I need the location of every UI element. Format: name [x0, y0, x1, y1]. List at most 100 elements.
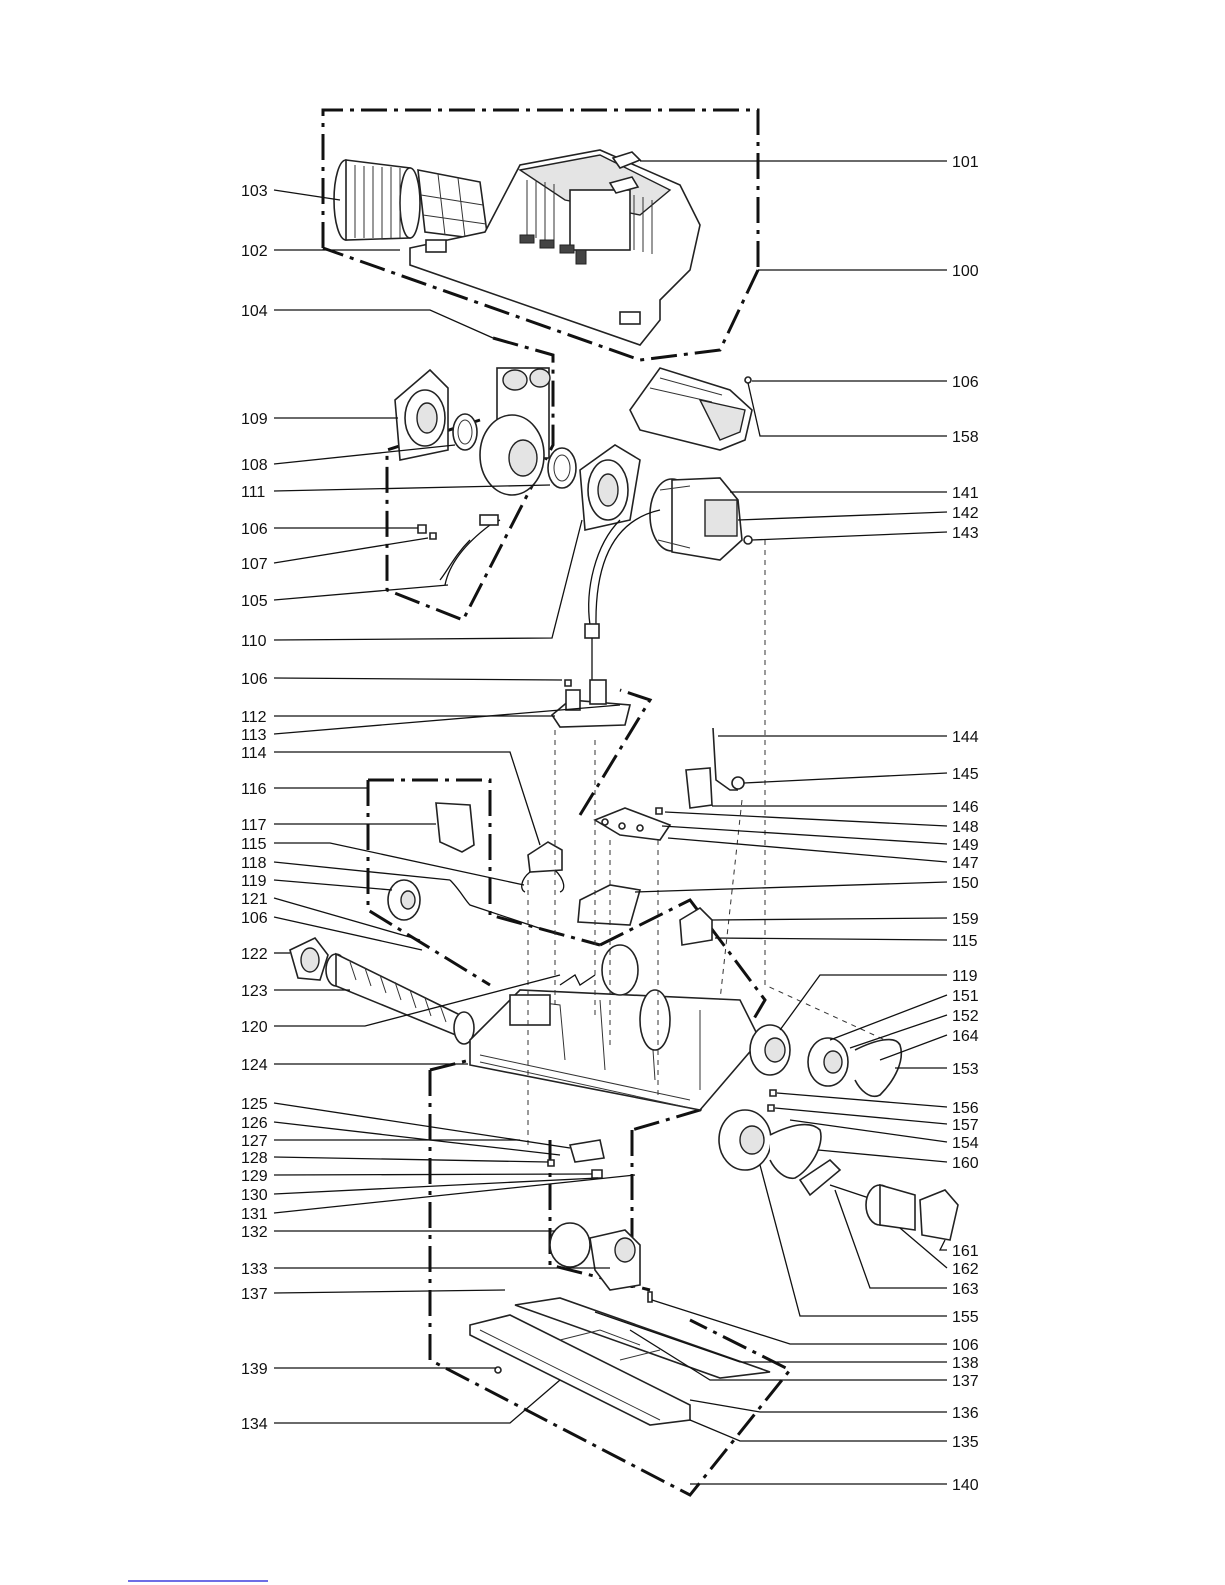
callout-127: 127: [241, 1133, 268, 1150]
callout-142: 142: [952, 505, 979, 522]
callout-119a: 119: [241, 873, 267, 890]
callout-131: 131: [241, 1206, 268, 1223]
callout-106a: 106: [241, 521, 268, 538]
callout-101: 101: [952, 154, 979, 171]
callout-118: 118: [241, 855, 267, 872]
callout-109: 109: [241, 411, 268, 428]
callout-146: 146: [952, 799, 979, 816]
callout-155: 155: [952, 1309, 979, 1326]
part-shapes: [290, 150, 958, 1425]
hose-cuff-103: [334, 160, 420, 240]
callout-100: 100: [952, 263, 979, 280]
callout-148: 148: [952, 819, 979, 836]
callout-133: 133: [241, 1261, 268, 1278]
brushroll-123: [326, 954, 474, 1044]
fan-plate-110: [580, 445, 640, 530]
callout-114: 114: [241, 745, 267, 762]
callout-107: 107: [241, 556, 268, 573]
callout-139: 139: [241, 1361, 268, 1378]
callout-138: 138: [952, 1355, 979, 1372]
callout-136: 136: [952, 1405, 979, 1422]
callout-111: 111: [241, 484, 265, 501]
callout-106b: 106: [241, 671, 268, 688]
callout-134: 134: [241, 1416, 268, 1433]
callout-156: 156: [952, 1100, 979, 1117]
callout-108: 108: [241, 457, 268, 474]
callout-163: 163: [952, 1281, 979, 1298]
callout-160: 160: [952, 1155, 979, 1172]
callout-110: 110: [241, 633, 267, 650]
callout-105: 105: [241, 593, 268, 610]
callout-137b: 137: [952, 1373, 979, 1390]
callout-132: 132: [241, 1224, 268, 1241]
callout-151: 151: [952, 988, 979, 1005]
callout-128: 128: [241, 1150, 268, 1167]
callout-106d: 106: [952, 374, 979, 391]
callout-158: 158: [952, 429, 979, 446]
motor-141: [650, 478, 752, 560]
callout-162: 162: [952, 1261, 979, 1278]
callout-125: 125: [241, 1096, 268, 1113]
callout-106e: 106: [952, 1337, 979, 1354]
filter-102: [418, 170, 488, 240]
callout-147: 147: [952, 855, 979, 872]
ring-108: [453, 414, 477, 450]
callout-115b: 115: [952, 933, 978, 950]
callout-102: 102: [241, 243, 268, 260]
wheel-119-left: [388, 880, 420, 920]
callout-161: 161: [952, 1243, 979, 1260]
callout-159: 159: [952, 911, 979, 928]
callout-149: 149: [952, 837, 979, 854]
callout-106c: 106: [241, 910, 268, 927]
motor-assembly-133: [550, 1223, 640, 1290]
fan-housing-104: [480, 368, 550, 495]
ring-111: [548, 448, 576, 488]
agitator-162: [866, 1185, 915, 1230]
end-cap-161: [920, 1190, 958, 1240]
bracket-159: [680, 908, 712, 945]
pulley-155: [719, 1110, 771, 1170]
callout-135: 135: [952, 1434, 979, 1451]
callout-116: 116: [241, 781, 267, 798]
callout-121: 121: [241, 891, 268, 908]
wheel-119-right: [750, 1025, 790, 1075]
cable-105: [445, 520, 500, 585]
callout-145: 145: [952, 766, 979, 783]
base-frame-124: [470, 945, 760, 1110]
pulley-151: [808, 1038, 848, 1086]
callout-143: 143: [952, 525, 979, 542]
callout-103: 103: [241, 183, 268, 200]
callout-154: 154: [952, 1135, 979, 1152]
callout-150: 150: [952, 875, 979, 892]
motor-cover-158: [630, 368, 752, 450]
callout-117: 117: [241, 817, 267, 834]
callout-104: 104: [241, 303, 268, 320]
callout-140: 140: [952, 1477, 979, 1494]
lever-144: [686, 728, 738, 808]
group-boundaries: [323, 110, 790, 1495]
callout-157: 157: [952, 1117, 979, 1134]
callout-124: 124: [241, 1057, 268, 1074]
callout-130: 130: [241, 1187, 268, 1204]
switch-112: [552, 680, 630, 727]
bracket-117: [436, 803, 474, 852]
callout-164: 164: [952, 1028, 979, 1045]
callout-126: 126: [241, 1115, 268, 1132]
callout-112: 112: [241, 709, 267, 726]
belt-153: [855, 1040, 901, 1097]
callout-122: 122: [241, 946, 268, 963]
callout-120: 120: [241, 1019, 268, 1036]
callout-129: 129: [241, 1168, 268, 1185]
spring-145: [732, 777, 744, 789]
footer-rule: [128, 1580, 268, 1582]
callout-115a: 115: [241, 836, 267, 853]
callout-113: 113: [241, 727, 267, 744]
callout-119b: 119: [952, 968, 978, 985]
callout-144: 144: [952, 729, 979, 746]
callout-137a: 137: [241, 1286, 268, 1303]
callout-152: 152: [952, 1008, 979, 1025]
brush-end-122: [290, 938, 328, 980]
callout-123: 123: [241, 983, 268, 1000]
